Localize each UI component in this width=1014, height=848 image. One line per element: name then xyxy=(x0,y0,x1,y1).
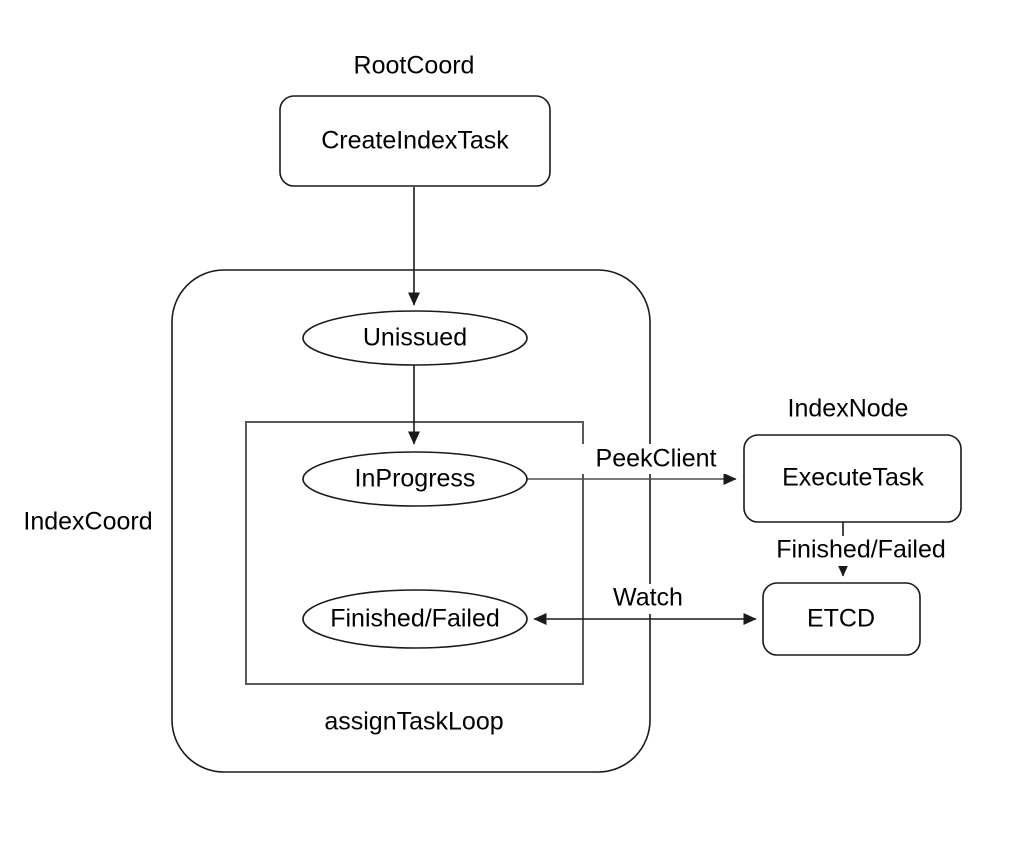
finished-failed-state-shape[interactable] xyxy=(302,589,528,649)
edge-label-peekclient: PeekClient xyxy=(596,445,717,473)
group-indexcoord[interactable]: IndexCoord xyxy=(23,269,651,773)
in-progress-shape[interactable] xyxy=(302,451,528,507)
edge-inprogress-to-executetask[interactable]: PeekClient xyxy=(527,444,737,485)
group-indexnode: IndexNode xyxy=(788,395,909,423)
node-execute-task[interactable]: ExecuteTask xyxy=(743,434,962,523)
node-label-finished-failed-state: Finished/Failed xyxy=(330,605,500,633)
node-etcd[interactable]: ETCD xyxy=(762,582,921,656)
etcd-shape[interactable] xyxy=(762,582,921,656)
group-rootcoord: RootCoord xyxy=(354,52,475,80)
group-label-indexcoord: IndexCoord xyxy=(23,508,152,536)
indexcoord-container-shape[interactable] xyxy=(171,269,651,773)
node-in-progress[interactable]: InProgress xyxy=(302,451,528,507)
edge-etcd-to-finishedfailed[interactable]: Watch xyxy=(533,584,757,625)
node-label-in-progress: InProgress xyxy=(355,465,476,493)
node-unissued[interactable]: Unissued xyxy=(302,310,528,366)
edge-label-bg-watch xyxy=(603,584,693,614)
node-label-create-index-task: CreateIndexTask xyxy=(321,127,509,155)
node-label-etcd: ETCD xyxy=(807,605,875,633)
node-create-index-task[interactable]: CreateIndexTask xyxy=(279,95,551,187)
edge-executetask-to-etcd[interactable]: Finished/Failed xyxy=(755,522,968,577)
edge-label-bg-peekclient xyxy=(578,444,734,474)
group-label-indexnode: IndexNode xyxy=(788,395,909,423)
edge-label-finished-failed: Finished/Failed xyxy=(776,536,946,564)
edge-label-watch: Watch xyxy=(613,584,683,612)
unissued-shape[interactable] xyxy=(302,310,528,366)
execute-task-shape[interactable] xyxy=(743,434,962,523)
node-label-execute-task: ExecuteTask xyxy=(782,464,924,492)
edge-label-bg-finished-failed xyxy=(755,536,968,566)
node-label-unissued: Unissued xyxy=(363,324,467,352)
group-assigntaskloop[interactable]: assignTaskLoop xyxy=(245,421,584,736)
group-label-assigntaskloop: assignTaskLoop xyxy=(324,708,503,736)
node-finished-failed-state[interactable]: Finished/Failed xyxy=(302,589,528,649)
group-label-rootcoord: RootCoord xyxy=(354,52,475,80)
create-index-task-shape[interactable] xyxy=(279,95,551,187)
